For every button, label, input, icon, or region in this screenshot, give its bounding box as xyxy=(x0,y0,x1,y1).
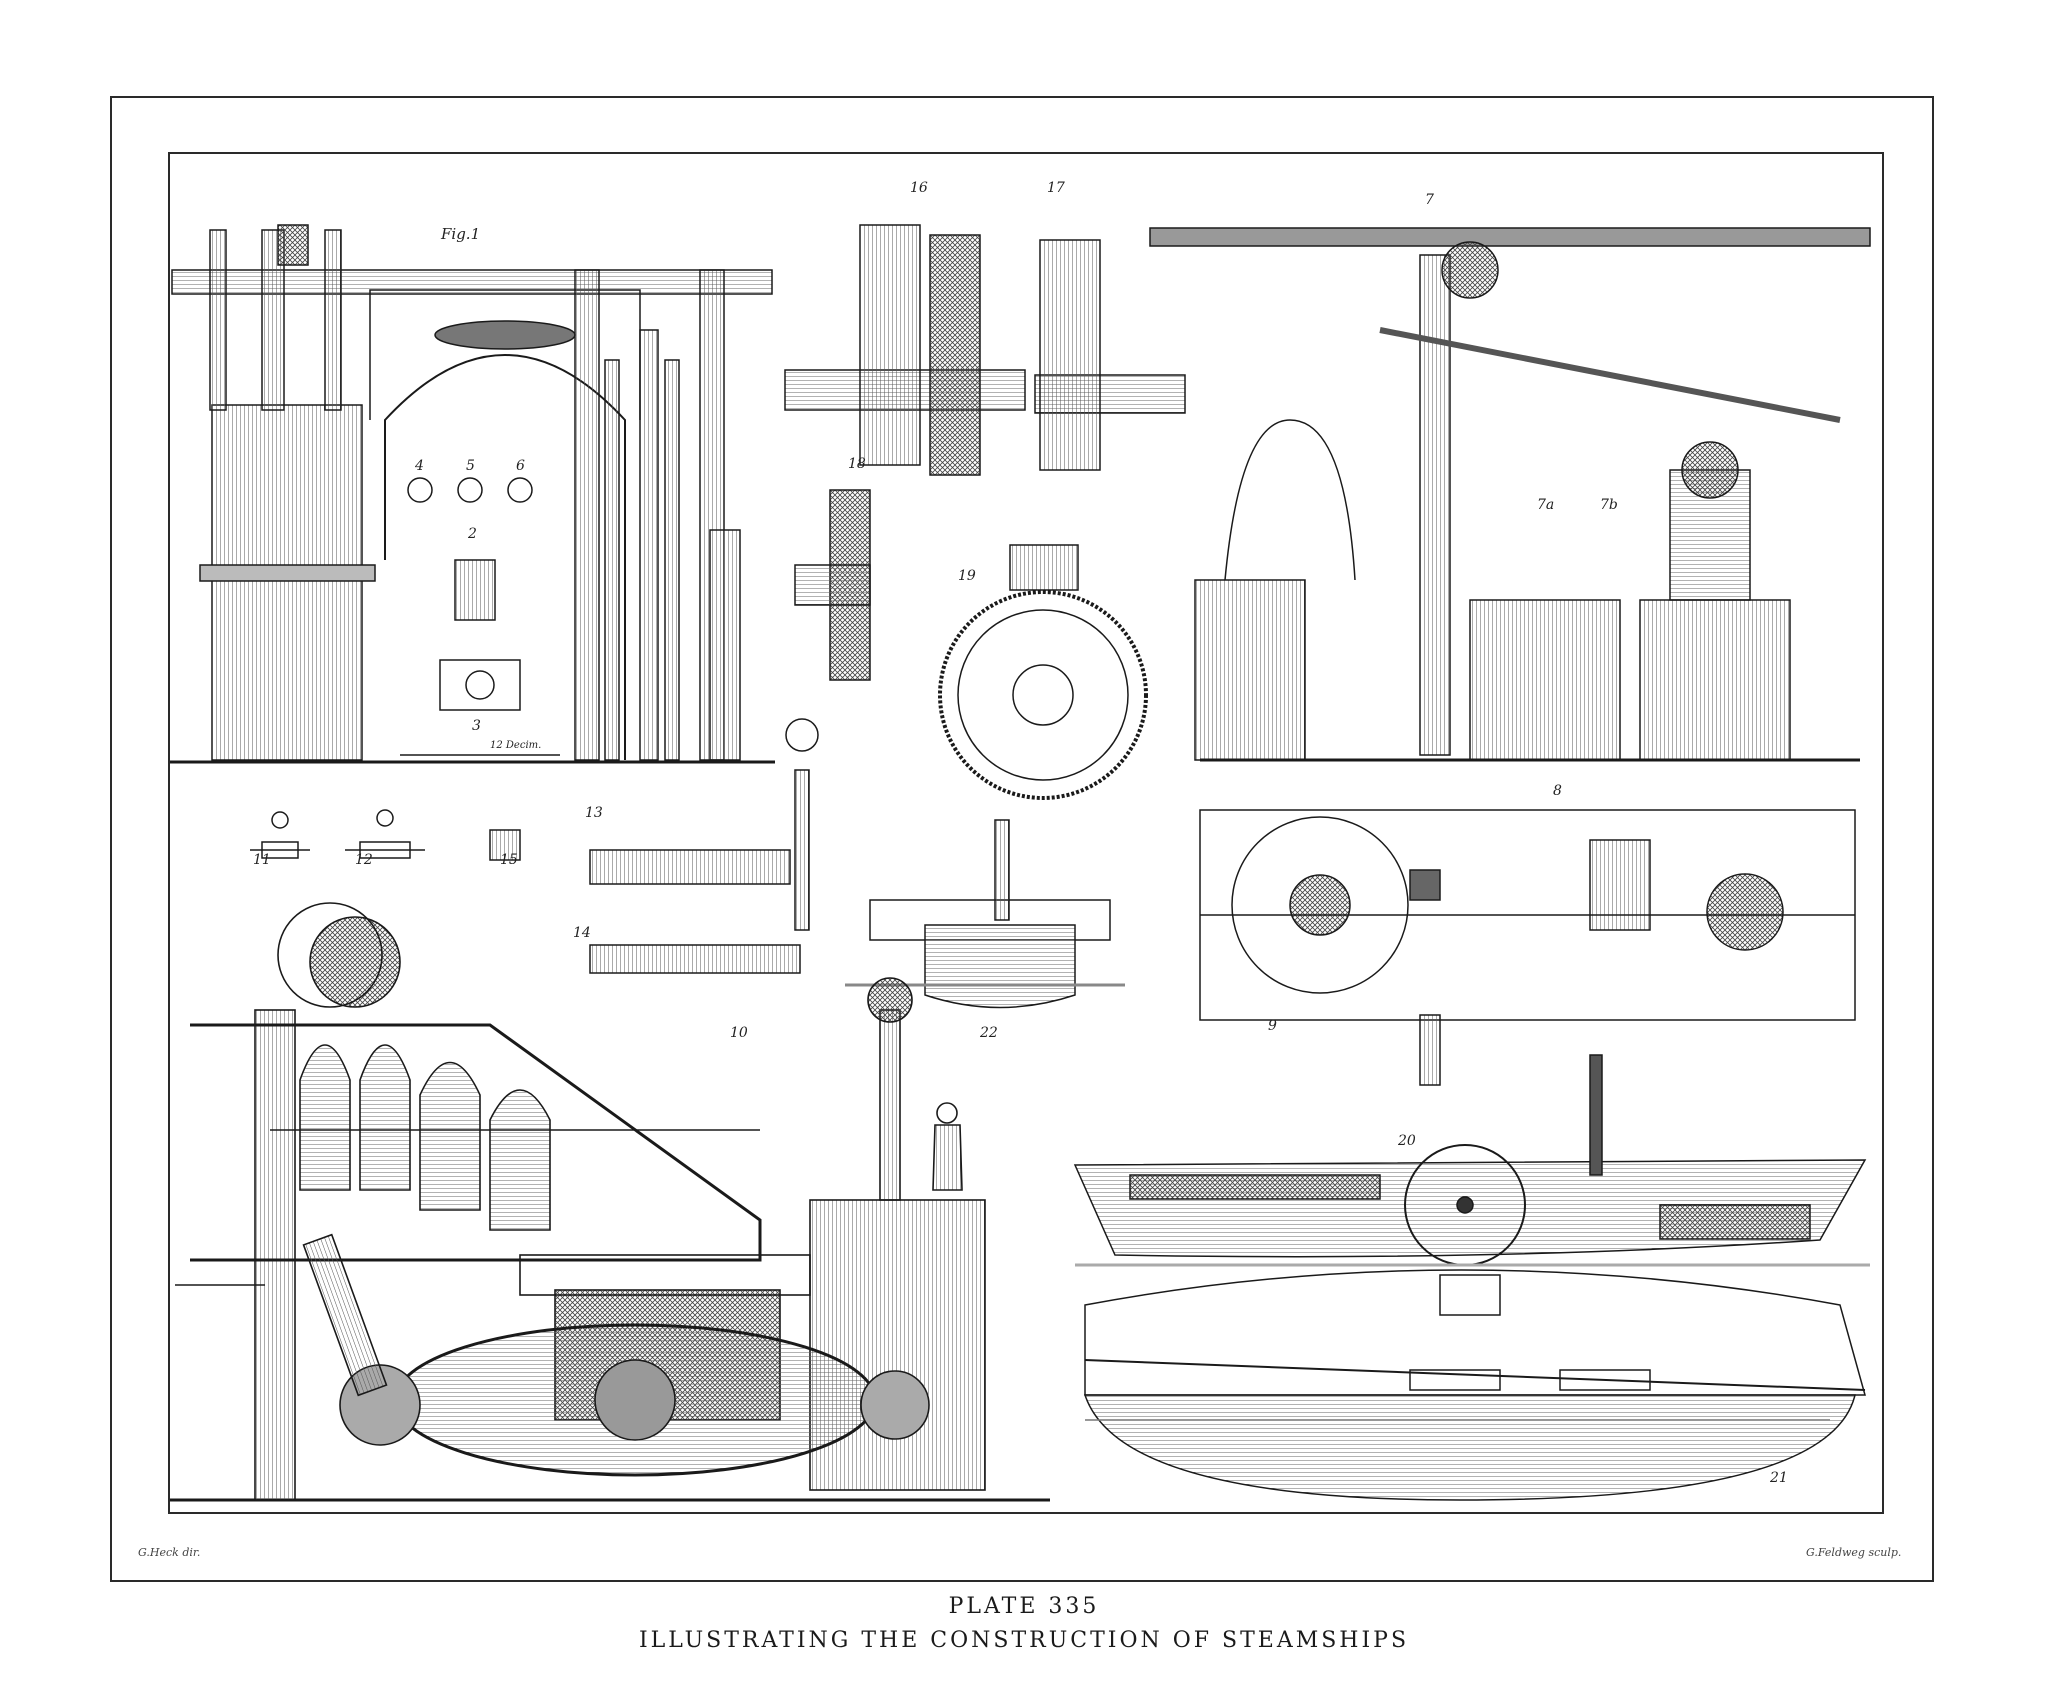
figure-label-13: 13 xyxy=(585,805,603,821)
credit-left: G.Heck dir. xyxy=(138,1546,201,1559)
figures-8-9-plan xyxy=(1199,809,1856,1086)
scale-label: 12 Decim. xyxy=(490,740,542,751)
figure-label-17: 17 xyxy=(1047,180,1065,196)
figure-10-beam-engine xyxy=(170,902,1050,1502)
figure-label-15: 15 xyxy=(500,852,518,868)
figures-11-15-valves xyxy=(250,718,819,974)
figure-label-21: 21 xyxy=(1770,1470,1788,1486)
outer-border xyxy=(110,96,1934,1582)
figure-label-5: 5 xyxy=(466,458,475,474)
figure-7-engine xyxy=(1149,227,1871,762)
figure-label-8: 8 xyxy=(1553,783,1562,799)
plate-subtitle: ILLUSTRATING THE CONSTRUCTION OF STEAMSH… xyxy=(638,1628,1410,1653)
figure-1-engine xyxy=(170,224,775,764)
figure-label-19: 19 xyxy=(958,568,976,584)
figure-label-3: 3 xyxy=(472,718,481,734)
figure-label-7b: 7b xyxy=(1600,497,1618,513)
figure-label-18: 18 xyxy=(848,456,866,472)
figure-label-11: 11 xyxy=(253,852,271,868)
figure-label-2: 2 xyxy=(468,526,477,542)
figure-label-7: 7 xyxy=(1425,192,1434,208)
credit-right: G.Feldweg sculp. xyxy=(1806,1546,1902,1559)
figure-label-20: 20 xyxy=(1398,1133,1416,1149)
figure-20-steamship-section xyxy=(1073,1054,1870,1267)
figure-label-6: 6 xyxy=(516,458,525,474)
figure-label-14: 14 xyxy=(573,925,591,941)
figure-label-7a: 7a xyxy=(1537,497,1555,513)
figure-label-22: 22 xyxy=(980,1025,998,1041)
figure-label-12: 12 xyxy=(355,852,373,868)
inner-border xyxy=(168,152,1884,1514)
figure-label-1: Fig.1 xyxy=(441,225,481,243)
figure-21-hull-plan xyxy=(1083,1269,1866,1501)
figure-label-16: 16 xyxy=(910,180,928,196)
figure-label-9: 9 xyxy=(1268,1018,1277,1034)
plate-title: PLATE 335 xyxy=(948,1594,1100,1619)
figure-label-10: 10 xyxy=(730,1025,748,1041)
figures-16-19-gearing xyxy=(784,224,1186,800)
figure-label-4: 4 xyxy=(415,458,424,474)
